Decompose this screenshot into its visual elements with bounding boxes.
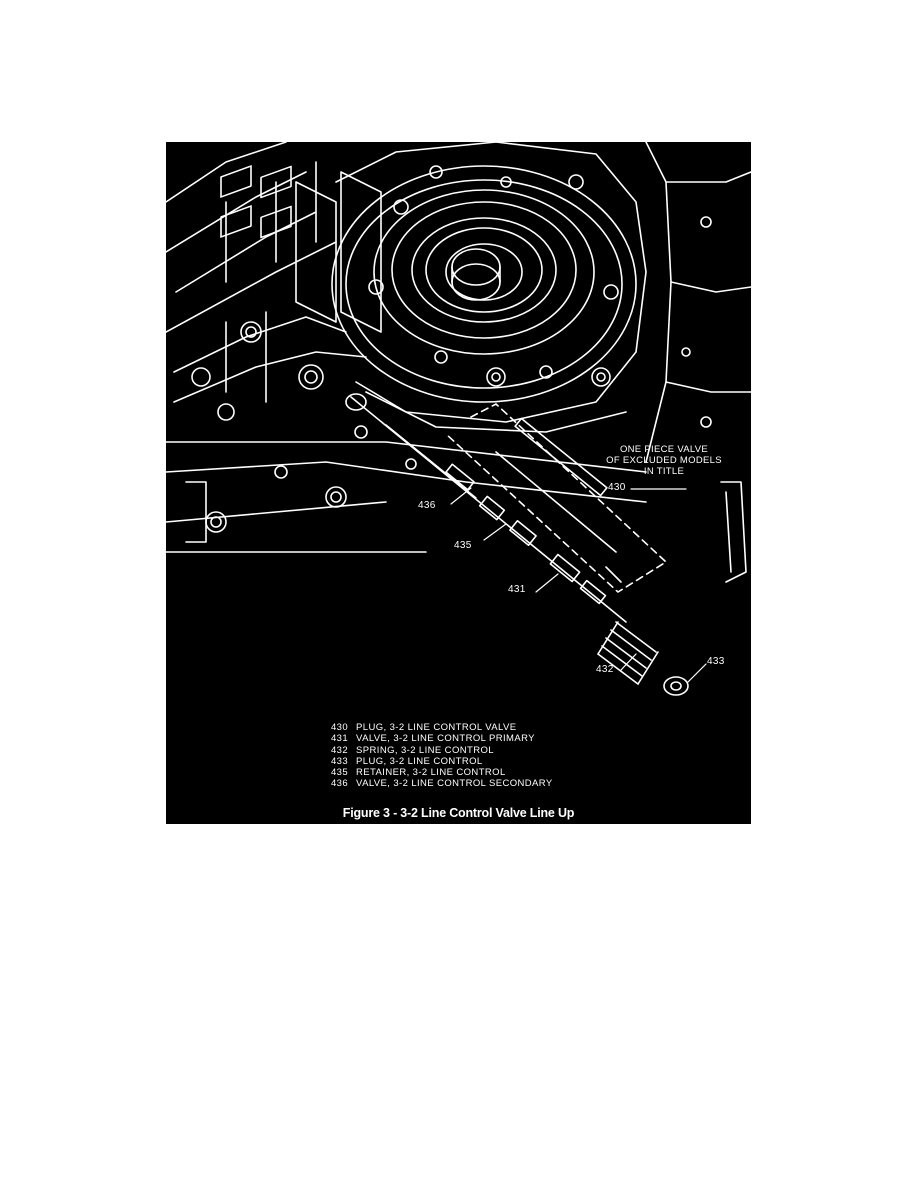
legend-item: 433 PLUG, 3-2 LINE CONTROL <box>331 755 483 767</box>
callout-431: 431 <box>508 584 526 595</box>
callout-432: 432 <box>596 664 614 675</box>
legend-item: 435 RETAINER, 3-2 LINE CONTROL <box>331 767 506 779</box>
plug-433 <box>663 676 689 696</box>
figure-3-illustration: ONE PIECE VALVE OF EXCLUDED MODELS IN TI… <box>166 142 751 824</box>
parts-legend: 430 PLUG, 3-2 LINE CONTROL VALVE 431 VAL… <box>331 722 553 790</box>
spring-432 <box>597 621 659 685</box>
note-line-2: OF EXCLUDED MODELS <box>606 455 722 466</box>
figure-caption: Figure 3 - 3-2 Line Control Valve Line U… <box>342 806 575 820</box>
pump-housing <box>331 142 647 433</box>
transaxle-line-drawing <box>166 142 751 696</box>
one-piece-valve-note: ONE PIECE VALVE OF EXCLUDED MODELS IN TI… <box>594 444 734 477</box>
valve-line-up <box>345 393 627 623</box>
case-edge <box>645 142 751 583</box>
valve-body-casting <box>166 142 647 553</box>
legend-item: 430 PLUG, 3-2 LINE CONTROL VALVE <box>331 722 517 733</box>
legend-item: 431 VALVE, 3-2 LINE CONTROL PRIMARY <box>331 733 535 745</box>
legend-item: 436 VALVE, 3-2 LINE CONTROL SECONDARY <box>331 778 553 790</box>
callout-436: 436 <box>418 500 436 511</box>
note-line-1: ONE PIECE VALVE <box>619 444 709 455</box>
legend-item: 432 SPRING, 3-2 LINE CONTROL <box>331 744 494 756</box>
callout-433: 433 <box>707 656 725 667</box>
callout-leaders <box>450 487 707 683</box>
callout-435: 435 <box>454 540 472 551</box>
callout-430: 430 <box>608 482 626 493</box>
note-line-3: IN TITLE <box>643 466 685 477</box>
excluded-models-box <box>445 403 667 593</box>
